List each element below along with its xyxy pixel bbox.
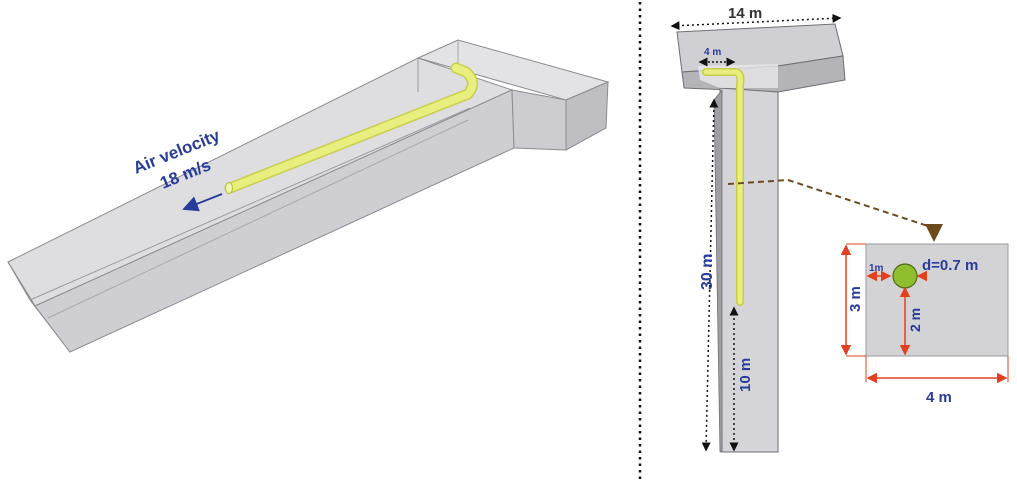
tunnel-top-view: 14 m 4 m 30 m 10 m	[670, 5, 943, 453]
pipe-end-label: 10 m	[737, 358, 754, 392]
t-head-side	[565, 81, 609, 151]
pipe-side-label: 1m	[869, 263, 884, 274]
pipe-height-label: 2 m	[907, 308, 923, 332]
pipe-section-circle	[892, 263, 918, 289]
section-width-label: 4 m	[926, 389, 952, 406]
section-cut-arrow	[727, 178, 943, 242]
tunnel-3d-view: Air velocity 18 m/s	[7, 39, 610, 353]
section-rectangle	[865, 243, 1009, 357]
section-height-label: 3 m	[847, 286, 864, 312]
t-head-front	[511, 89, 567, 151]
width-label: 14 m	[728, 5, 762, 22]
cross-section: 1m d=0.7 m 2 m 3 m 4 m	[840, 243, 1009, 406]
velocity-arrow	[182, 193, 223, 212]
diameter-label: d=0.7 m	[922, 257, 978, 274]
length-label: 30 m	[699, 254, 716, 290]
tunnel-stem-plan	[719, 87, 779, 453]
pipe-offset-label: 4 m	[704, 47, 721, 58]
